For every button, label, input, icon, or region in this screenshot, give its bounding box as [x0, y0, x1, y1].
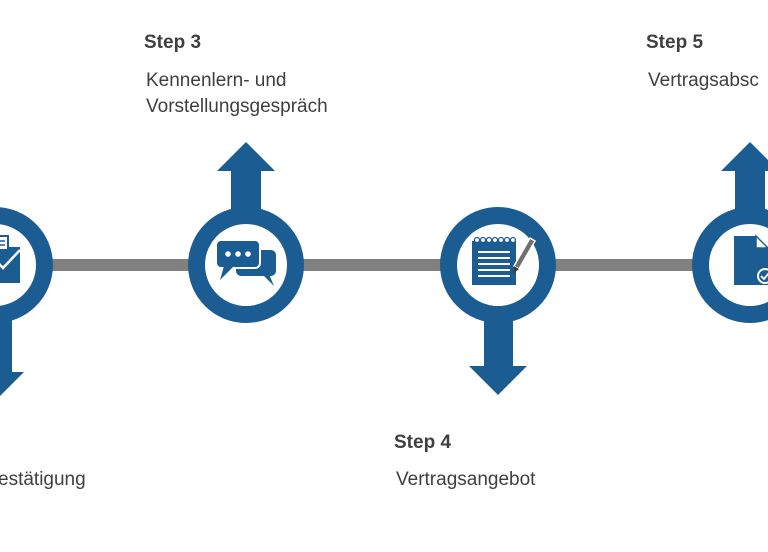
step-node-1 [0, 207, 53, 396]
step-4-description: Vertragsangebot [396, 467, 535, 493]
arrow-down-icon [469, 318, 527, 395]
envelope-icon [0, 235, 21, 283]
step-5-description-line-1: Vertragsabsc [648, 70, 759, 91]
step-2-description: estätigung [0, 467, 86, 493]
step-node-3 [188, 142, 304, 323]
step-3-description-line-2: Vorstellungsgespräch [146, 96, 328, 117]
notepad-pen-icon [472, 236, 537, 285]
arrow-down-icon [0, 318, 24, 396]
step-node-5 [692, 142, 768, 323]
arrow-up-icon [217, 142, 275, 212]
document-check-icon [734, 234, 768, 285]
step-4-label: Step 4 [394, 432, 452, 453]
step-5-label: Step 5 [646, 32, 704, 53]
step-3-description-line-1: Kennenlern- und [146, 70, 287, 91]
chat-bubbles-icon [215, 239, 276, 286]
step-4-description-line-1: Vertragsangebot [396, 469, 536, 490]
timeline-connector [0, 259, 768, 271]
step-3-label: Step 3 [144, 32, 202, 53]
arrow-up-icon [721, 142, 768, 212]
step-3-description: Kennenlern- und Vorstellungsgespräch [146, 68, 328, 120]
step-5-description: Vertragsabsc [648, 68, 759, 94]
step-node-4 [440, 207, 556, 395]
step-2-description-line-1: estätigung [0, 469, 86, 490]
